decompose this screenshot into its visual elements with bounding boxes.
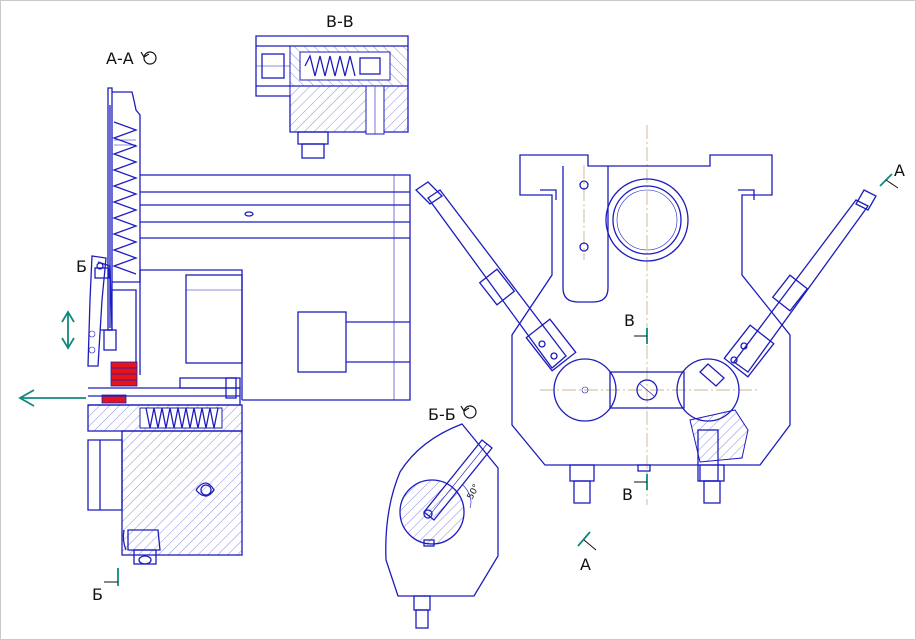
section-bb-view xyxy=(385,423,499,629)
rotation-icon xyxy=(140,51,157,65)
section-bb-label: Б-Б xyxy=(428,405,456,424)
section-vv-label: В-В xyxy=(326,12,354,31)
rotation-icon xyxy=(460,405,477,419)
section-aa-view xyxy=(18,87,411,565)
section-aa-label: А-А xyxy=(106,49,134,68)
cut-label-v-top: В xyxy=(624,311,635,330)
cut-label-b-top: Б xyxy=(76,257,87,276)
cut-label-v-bottom: В xyxy=(622,485,633,504)
cut-mark-a-bottom xyxy=(577,531,591,547)
section-vv-view xyxy=(255,35,409,159)
double-arrow-icon xyxy=(61,310,75,350)
cut-label-b-bottom: Б xyxy=(92,585,103,604)
angle-label: 50° xyxy=(466,483,482,502)
front-view xyxy=(414,125,877,505)
cut-label-a-top: А xyxy=(894,161,905,180)
cut-label-a-bottom: А xyxy=(580,555,591,574)
left-arrow-icon xyxy=(18,389,86,407)
